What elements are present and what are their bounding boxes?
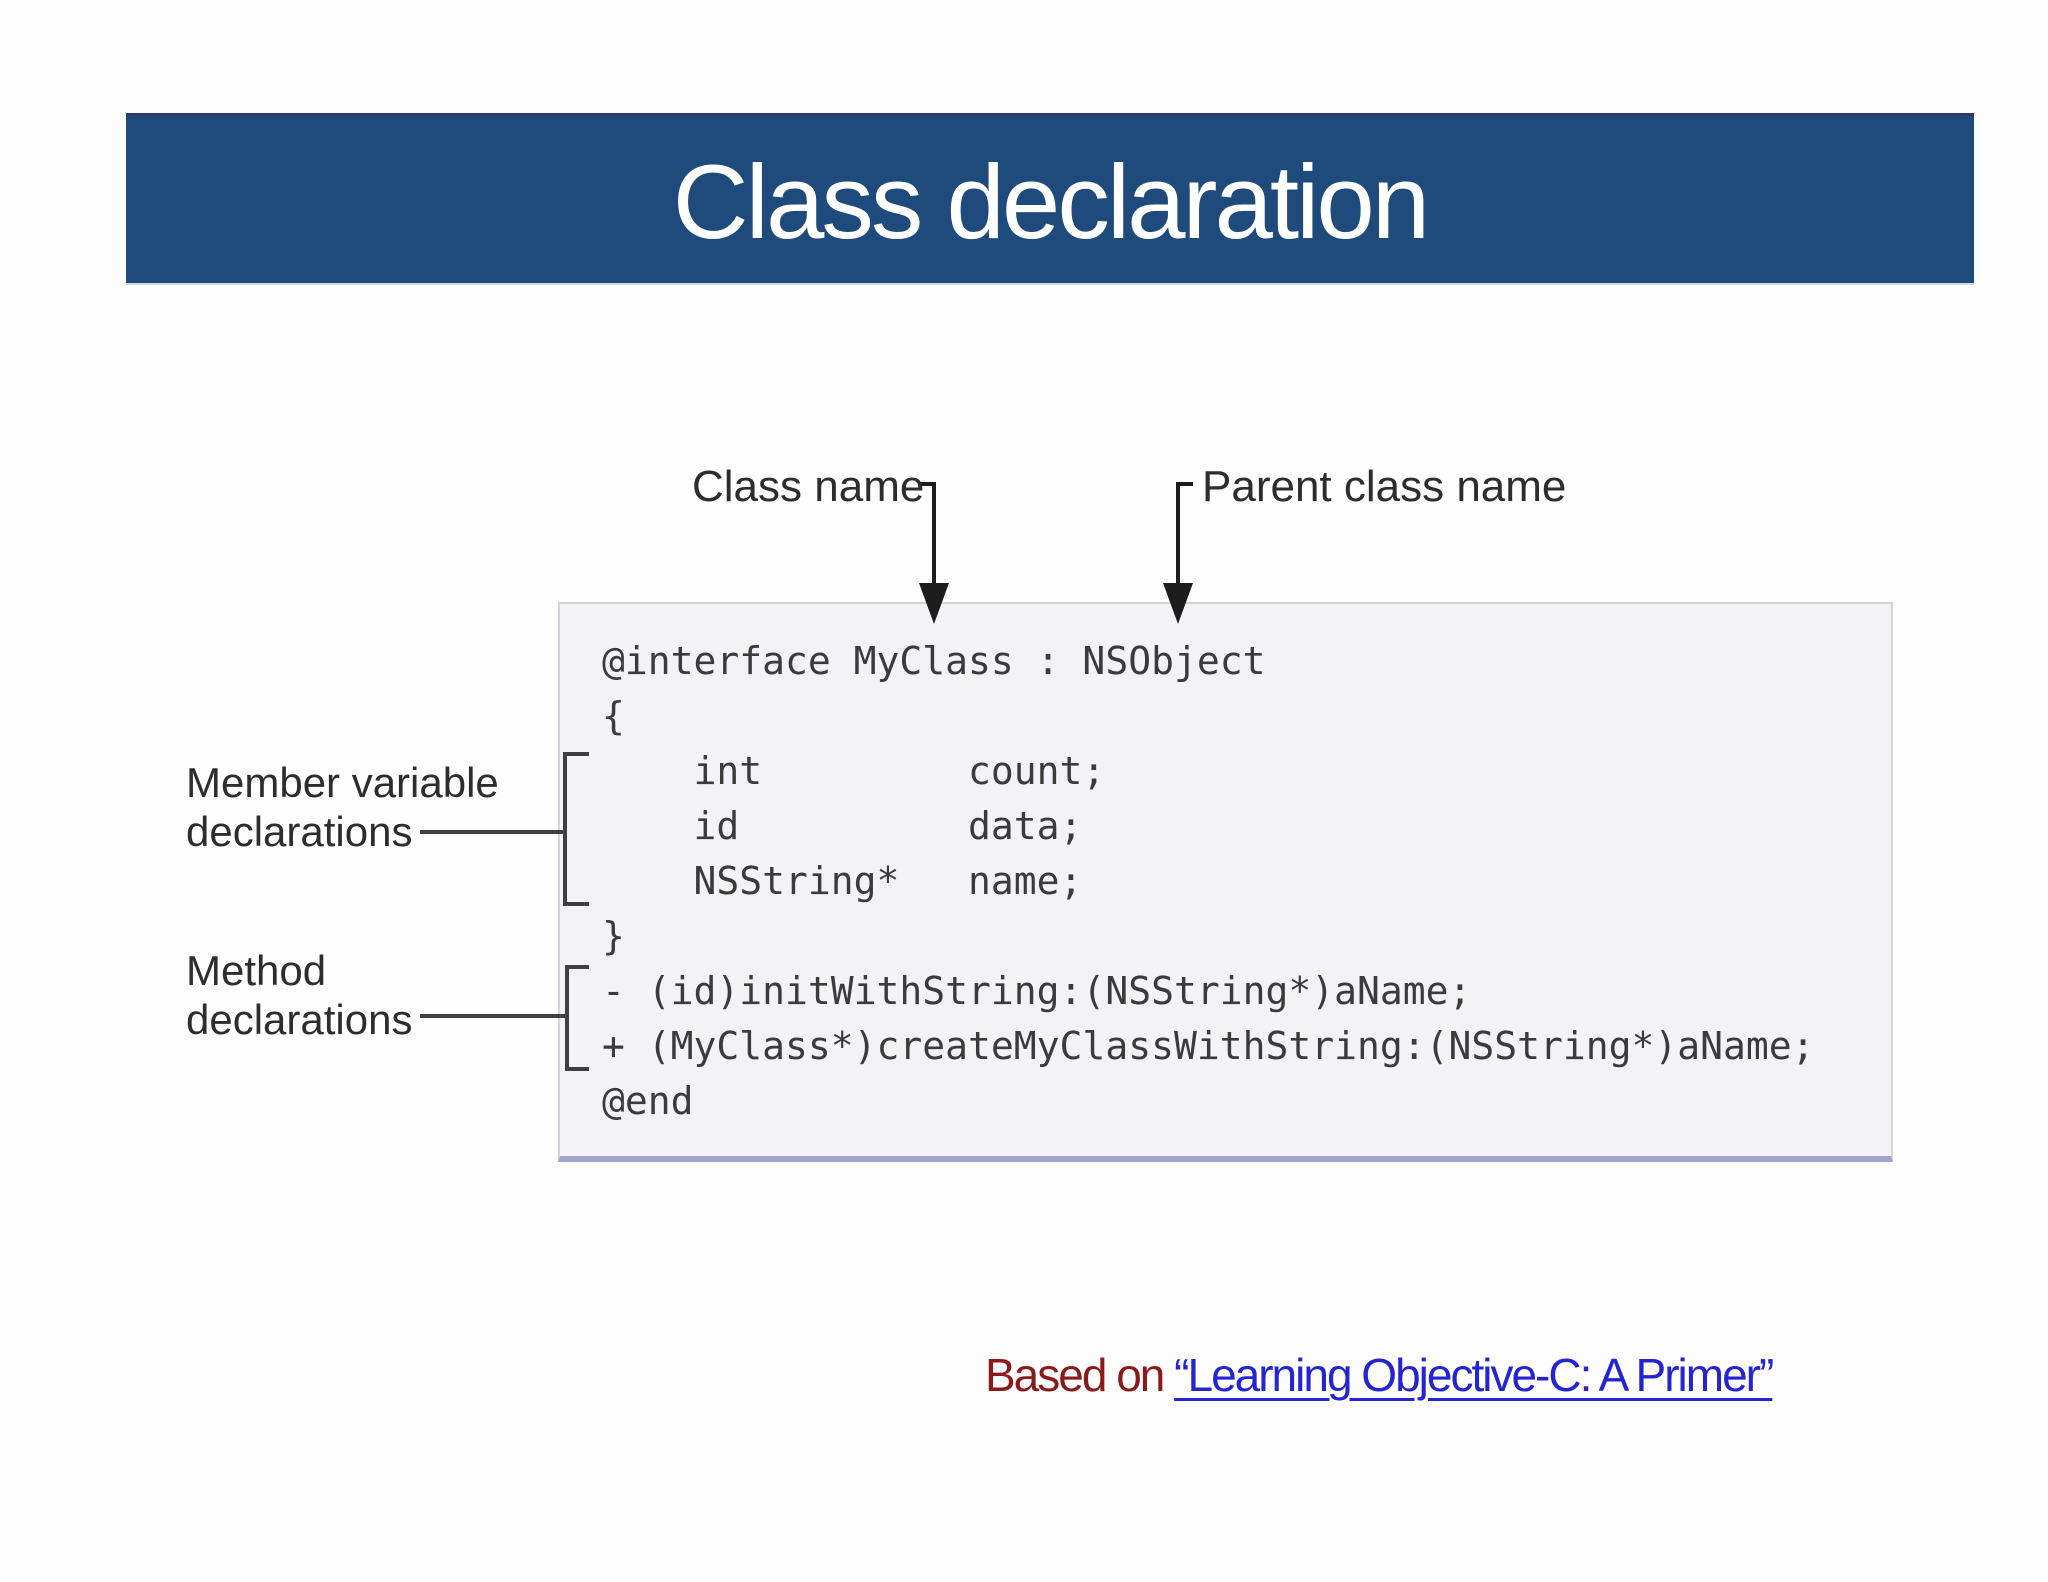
parent-class-arrow-line [1176,482,1193,588]
code-line-open-brace: { [602,694,625,738]
label-member-variable-declarations: Member variable declarations [186,758,499,856]
code-line-nsstring-name: NSString* name; [602,859,1083,903]
code-line-close-brace: } [602,914,625,958]
code-line-end: @end [602,1079,694,1123]
code-line-id-data: id data; [602,804,1083,848]
title-bar: Class declaration [126,113,1974,285]
code-line-init-method: - (id)initWithString:(NSString*)aName; [602,969,1472,1013]
page-title: Class declaration [672,143,1430,261]
label-method-line1: Method [186,947,327,994]
citation-link[interactable]: “Learning Objective-C: A Primer” [1174,1349,1774,1401]
citation-prefix: Based on [985,1349,1175,1401]
code-line-interface: @interface MyClass : NSObject [602,639,1266,683]
label-parent-class-name: Parent class name [1202,462,1567,511]
code-block: @interface MyClass : NSObject { int count… [560,604,1891,1129]
label-member-line1: Member variable [186,759,499,806]
code-figure: @interface MyClass : NSObject { int count… [558,602,1893,1162]
code-line-int-count: int count; [602,749,1106,793]
label-method-line2: declarations [186,996,413,1043]
label-class-name: Class name [692,462,925,511]
label-member-line2: declarations [186,808,413,855]
citation: Based on “Learning Objective-C: A Primer… [985,1348,1774,1402]
label-method-declarations: Method declarations [186,946,412,1044]
code-line-create-method: + (MyClass*)createMyClassWithString:(NSS… [602,1024,1815,1068]
